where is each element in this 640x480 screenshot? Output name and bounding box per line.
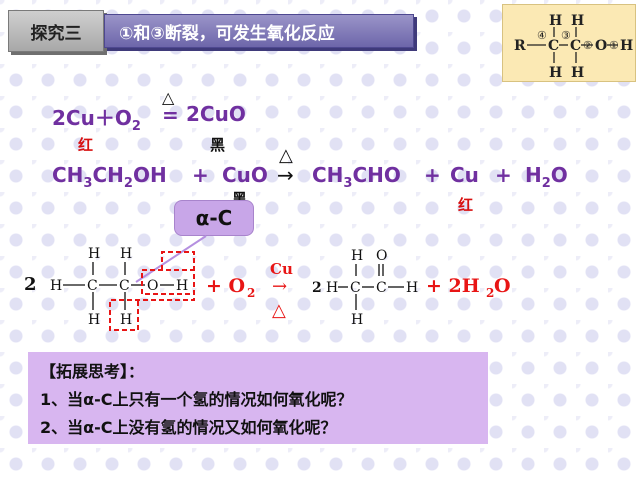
reaction-2-heat-condition: △: [279, 145, 293, 166]
reaction-1-lhs: 2Cu＋O: [52, 106, 132, 130]
atom-c1: C: [548, 38, 559, 54]
aldehyde-h-top: H: [351, 248, 363, 264]
atom-c2: C: [570, 38, 581, 54]
reaction-3-coefficient-left: 2: [24, 274, 37, 295]
reaction-2-plus-2: +: [424, 163, 441, 187]
ethanol-h-top-1: H: [88, 246, 100, 262]
think-question-2: 2、当α-C上没有氢的情况又如何氧化呢？: [40, 418, 337, 437]
structure-diagram: H H R C C O H H H ④ ③ ② ①: [502, 4, 636, 82]
reaction-1-heat-condition: △: [162, 88, 175, 107]
aldehyde-h-bottom: H: [351, 312, 363, 328]
alpha-carbon-callout: α-C: [174, 200, 254, 236]
bond-number-1: ①: [609, 39, 619, 52]
reaction-1-o2-subscript: 2: [131, 119, 141, 134]
atom-h-oh: H: [620, 38, 633, 54]
atom-r: R: [514, 38, 526, 54]
ethanol-h-oh: H: [176, 278, 188, 294]
reaction-1-equals: =: [162, 103, 179, 127]
atom-h-top-1: H: [549, 13, 562, 29]
reaction-2-water: H2O: [525, 163, 568, 191]
atom-h-top-2: H: [571, 13, 584, 29]
label-black-cuo: 黑: [210, 136, 226, 154]
reaction-3-water-o: O: [494, 275, 511, 297]
bond-number-3: ③: [561, 29, 571, 42]
ethanol-c2: C: [119, 278, 130, 294]
reaction-3-plus-water: + 2H: [426, 275, 480, 297]
ethanol-h-bottom-2: H: [120, 312, 132, 328]
ethanol-h-bottom-1: H: [88, 312, 100, 328]
aldehyde-c1: C: [350, 280, 361, 296]
reaction-1-rhs: 2CuO: [186, 102, 246, 126]
ethanol-structure-svg: H H R C C O H H H ④ ③ ② ①: [514, 13, 633, 81]
ethanol-o: O: [147, 278, 158, 294]
think-heading: 【拓展思考】：: [40, 362, 145, 381]
reaction-2-cu: Cu: [450, 163, 479, 187]
ethanol-h-top-2: H: [120, 246, 132, 262]
extended-thinking-box: 【拓展思考】： 1、当α-C上只有一个氢的情况如何氧化呢？ 2、当α-C上没有氢…: [28, 352, 488, 444]
reaction-3-heat: △: [272, 300, 286, 321]
section-tag: 探究三: [8, 10, 104, 52]
reaction-2-arrow: →: [277, 163, 294, 187]
callout-pointer: [135, 235, 207, 283]
reaction-2-plus-1: +: [192, 163, 209, 187]
reaction-3-water-subscript: 2: [486, 286, 494, 300]
reaction-1: 2Cu＋O2: [52, 102, 141, 134]
aldehyde-o: O: [376, 248, 387, 264]
reaction-3-coefficient-right: 2: [312, 280, 322, 296]
ethanol-c1: C: [87, 278, 98, 294]
aldehyde-c2: C: [376, 280, 387, 296]
bond-number-2: ②: [583, 39, 593, 52]
slide-title: ①和③断裂，可发生氧化反应: [104, 14, 414, 48]
reaction-2-ethanol: CH3CH2OH: [52, 163, 167, 191]
atom-h-bottom-1: H: [549, 65, 562, 81]
reaction-3-catalyst: Cu: [270, 260, 293, 278]
aldehyde-h-left: H: [326, 280, 338, 296]
reaction-3-structural: 2 H H H C C O H H H + O 2 Cu → △ 2 H O H…: [24, 235, 511, 331]
dashed-box-alpha-h: [109, 251, 195, 331]
aldehyde-h-right: H: [406, 280, 418, 296]
bond-number-4: ④: [537, 29, 547, 42]
reaction-2-plus-3: +: [495, 163, 512, 187]
think-question-1: 1、当α-C上只有一个氢的情况如何氧化呢？: [40, 390, 353, 409]
reaction-3-o2-subscript: 2: [247, 286, 255, 300]
label-red-cu-2: 红: [458, 196, 474, 214]
reaction-3-plus-o2: + O: [206, 275, 245, 297]
reaction-3-arrow: →: [272, 276, 287, 297]
ethanol-h-left: H: [50, 278, 62, 294]
atom-o: O: [595, 38, 607, 54]
reaction-2-acetaldehyde: CH3CHO: [312, 163, 401, 191]
atom-h-bottom-2: H: [571, 65, 584, 81]
label-red-copper: 红: [78, 136, 94, 154]
reaction-2-cuo: CuO: [222, 163, 268, 187]
